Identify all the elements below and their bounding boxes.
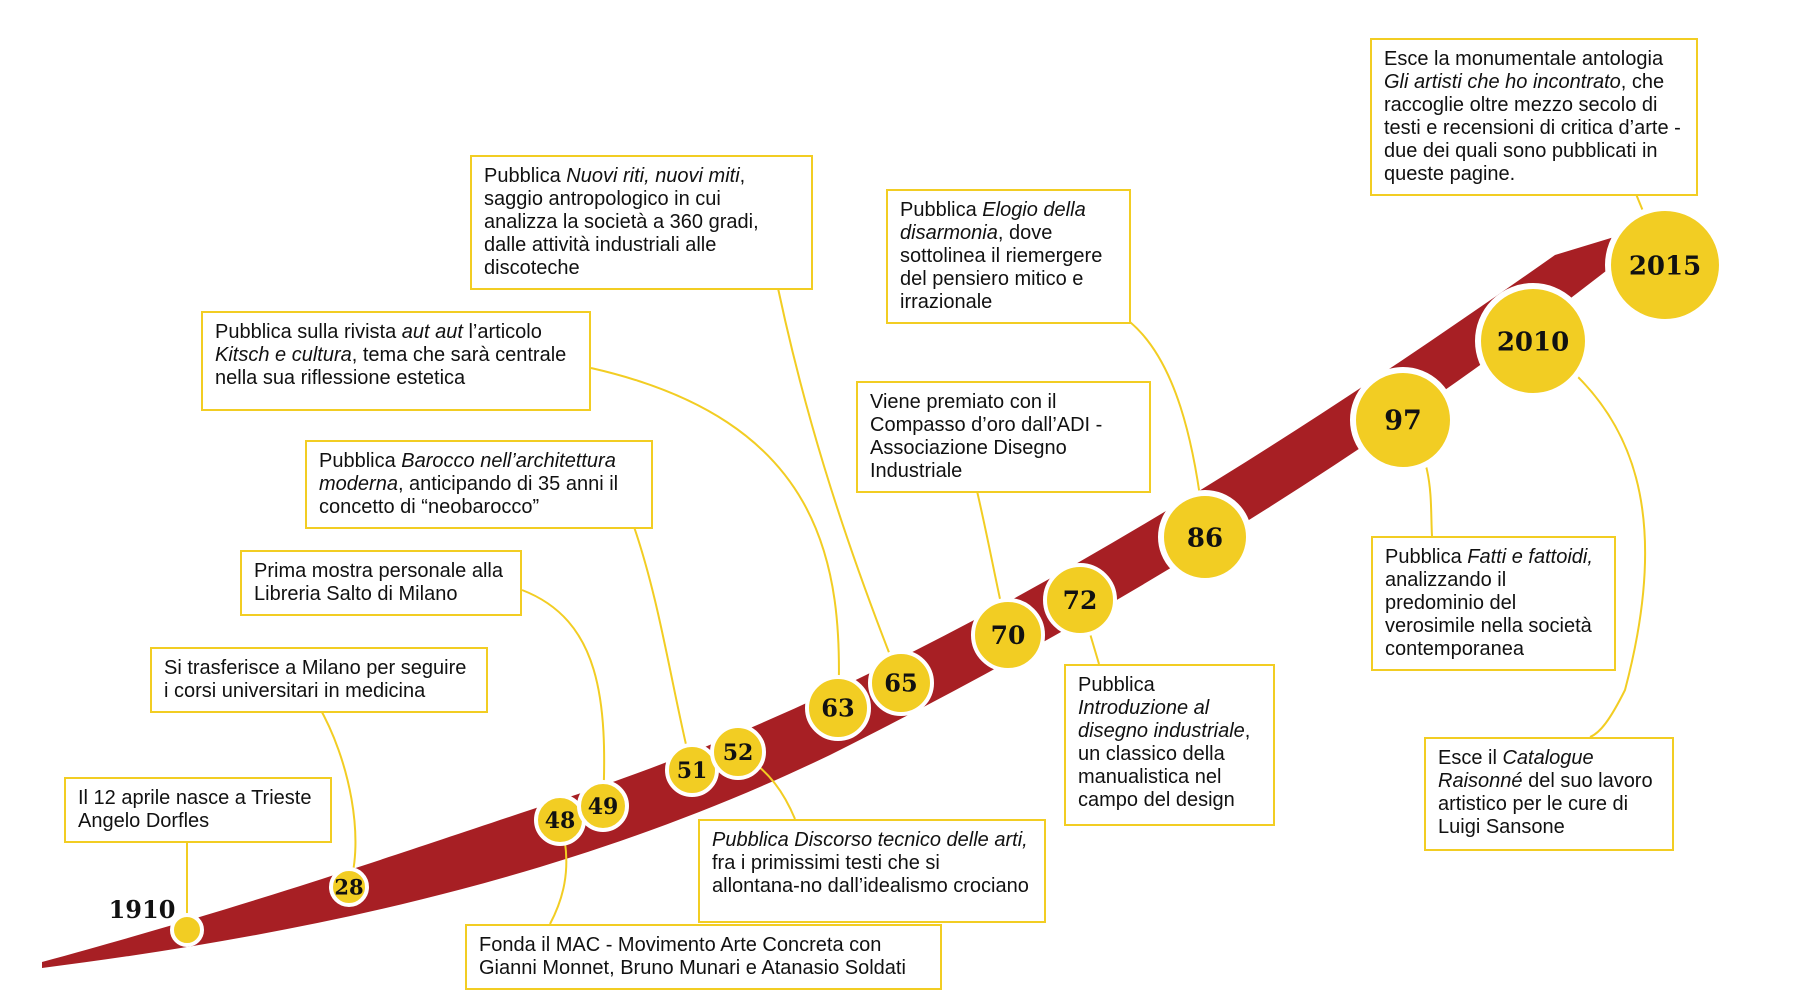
event-text-97: analizzando il predominio del verosimile… bbox=[1385, 569, 1592, 660]
year-label-28: 28 bbox=[334, 875, 363, 900]
event-text-65: , saggio antropologico in cui analizza l… bbox=[484, 165, 759, 279]
connector-51 bbox=[631, 520, 693, 771]
event-text-52: fra i primissimi testi che si allontana-… bbox=[712, 852, 1029, 897]
year-circle-52 bbox=[710, 724, 766, 780]
year-circle-65 bbox=[868, 650, 934, 716]
year-circle-1910 bbox=[170, 913, 204, 947]
event-text-28: Si trasferisce a Milano per seguire i co… bbox=[164, 657, 467, 702]
year-circle-2015 bbox=[1605, 205, 1725, 325]
event-text-48: Fonda il MAC - Movimento Arte Concreta c… bbox=[479, 934, 906, 979]
year-circle-2010 bbox=[1475, 283, 1591, 399]
event-text-2015: Esce la monumentale antologia bbox=[1384, 48, 1664, 70]
year-label-97: 97 bbox=[1384, 406, 1422, 437]
year-circle-28 bbox=[329, 867, 369, 907]
event-box-49: Prima mostra personale alla Libreria Sal… bbox=[240, 550, 522, 616]
year-circle-63 bbox=[805, 675, 871, 741]
event-box-65: Pubblica Nuovi riti, nuovi miti, saggio … bbox=[470, 155, 813, 290]
event-box-63: Pubblica sulla rivista aut aut l’articol… bbox=[201, 311, 591, 411]
year-label-51: 51 bbox=[677, 758, 708, 784]
year-markers: 1910 28 48 49 51 52 63 65 70 72 86 97 2010 2015 bbox=[109, 205, 1725, 947]
event-text-65: Pubblica bbox=[484, 165, 567, 187]
event-text-97: Pubblica bbox=[1385, 546, 1468, 568]
event-text-51: Pubblica bbox=[319, 450, 402, 472]
year-label-65: 65 bbox=[884, 669, 917, 698]
year-label-70: 70 bbox=[991, 621, 1026, 650]
event-text-49: Prima mostra personale alla Libreria Sal… bbox=[254, 560, 503, 605]
event-box-97: Pubblica Fatti e fattoidi, analizzando i… bbox=[1371, 536, 1616, 671]
event-text-72: Introduzione al disegno industriale bbox=[1078, 697, 1245, 742]
year-circle-70 bbox=[971, 598, 1045, 672]
event-text-52: Pubblica Discorso tecnico delle arti, bbox=[712, 829, 1028, 851]
connector-49 bbox=[521, 589, 606, 807]
event-text-63: , tema che sarà centrale nella sua rifle… bbox=[215, 344, 567, 389]
event-box-51: Pubblica Barocco nell’architettura moder… bbox=[305, 440, 653, 529]
event-text-86: Pubblica bbox=[900, 199, 983, 221]
event-text-72: , un classico della manualistica nel cam… bbox=[1078, 720, 1251, 811]
year-label-63: 63 bbox=[821, 694, 854, 723]
event-box-2015: Esce la monumentale antologia Gli artist… bbox=[1370, 38, 1698, 196]
event-box-86: Pubblica Elogio della disarmonia, dove s… bbox=[886, 189, 1131, 324]
event-text-97: Fatti e fattoidi, bbox=[1467, 546, 1593, 568]
year-label-72: 72 bbox=[1063, 586, 1098, 615]
event-text-63: Kitsch e cultura bbox=[215, 344, 352, 366]
event-text-70: Viene premiato con il Compasso d’oro dal… bbox=[870, 391, 1103, 482]
event-text-51: , anticipando di 35 anni il concetto di … bbox=[319, 473, 619, 518]
event-text-2010: del suo lavoro artistico per le cure di … bbox=[1438, 770, 1653, 838]
event-text-51: Barocco nell’architettura moderna bbox=[319, 450, 616, 495]
event-text-63: l’articolo bbox=[462, 321, 542, 343]
event-text-2015: Gli artisti che ho incontrato bbox=[1384, 71, 1621, 93]
event-text-2010: Esce il bbox=[1438, 747, 1503, 769]
event-box-48: Fonda il MAC - Movimento Arte Concreta c… bbox=[465, 924, 942, 990]
event-text-72: Pubblica bbox=[1078, 674, 1155, 696]
year-circle-86 bbox=[1158, 490, 1252, 584]
event-text-63: aut aut bbox=[401, 321, 463, 343]
year-label-2010: 2010 bbox=[1497, 327, 1569, 357]
year-label-52: 52 bbox=[723, 740, 754, 766]
year-label-48: 48 bbox=[545, 808, 576, 834]
event-box-28: Si trasferisce a Milano per seguire i co… bbox=[150, 647, 488, 713]
event-text-2010: Catalogue Raisonné bbox=[1438, 747, 1594, 792]
year-label-49: 49 bbox=[588, 794, 619, 820]
connector-63 bbox=[590, 367, 840, 709]
event-text-65: Nuovi riti, nuovi miti bbox=[566, 165, 740, 187]
year-label-86: 86 bbox=[1187, 523, 1223, 553]
event-text-1910: Il 12 aprile nasce a Trieste Angelo Dorf… bbox=[78, 787, 312, 832]
year-label-2015: 2015 bbox=[1629, 251, 1701, 281]
event-text-2015: , che raccoglie oltre mezzo secolo di te… bbox=[1384, 71, 1681, 185]
event-box-2010: Esce il Catalogue Raisonné del suo lavor… bbox=[1424, 737, 1674, 851]
event-text-86: , dove sottolinea il riemergere del pens… bbox=[900, 222, 1103, 313]
year-circle-72 bbox=[1043, 563, 1117, 637]
year-label-1910: 1910 bbox=[109, 895, 176, 924]
event-text-86: Elogio della disarmonia bbox=[900, 199, 1086, 244]
event-box-1910: Il 12 aprile nasce a Trieste Angelo Dorf… bbox=[64, 777, 332, 843]
year-circle-49 bbox=[577, 780, 629, 832]
event-text-63: Pubblica sulla rivista bbox=[215, 321, 402, 343]
connector-65 bbox=[771, 258, 902, 684]
event-box-52: Pubblica Discorso tecnico delle arti, fr… bbox=[698, 819, 1046, 923]
event-box-70: Viene premiato con il Compasso d’oro dal… bbox=[856, 381, 1151, 493]
connector-2010 bbox=[1532, 340, 1647, 738]
year-circle-97 bbox=[1350, 367, 1456, 473]
event-box-72: Pubblica Introduzione al disegno industr… bbox=[1064, 664, 1275, 826]
